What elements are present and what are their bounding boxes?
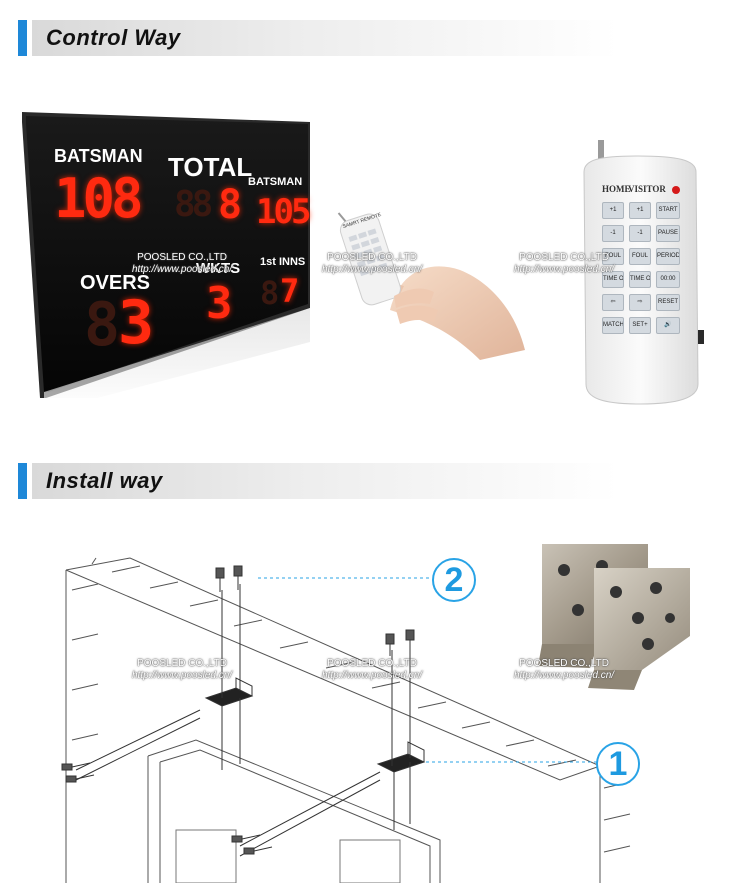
watermark: POOSLED CO.,LTD http://www.poosled.cn/ bbox=[322, 252, 422, 276]
scoreboard-total-label: TOTAL bbox=[168, 152, 253, 182]
remote-button[interactable]: +1 bbox=[602, 202, 624, 219]
remote-button[interactable]: SET+ bbox=[629, 317, 651, 334]
remote-button[interactable]: FOUL bbox=[629, 248, 651, 265]
remote-button[interactable]: TIME OUT bbox=[602, 271, 624, 288]
section-title-control: Control Way bbox=[46, 25, 181, 50]
section-title-install: Install way bbox=[46, 468, 163, 493]
scoreboard-total-value: 8 bbox=[218, 182, 243, 228]
watermark-company: POOSLED CO.,LTD bbox=[137, 252, 227, 263]
header-accent-bar bbox=[18, 463, 27, 499]
header-gradient-bar bbox=[32, 463, 618, 499]
watermark: POOSLED CO.,LTD http://www.poosled.cn/ bbox=[514, 658, 614, 682]
scoreboard-batsman-left-value: 108 bbox=[54, 167, 144, 230]
scoreboard-batsman-right-label: BATSMAN bbox=[248, 176, 303, 188]
remote-button[interactable]: -1 bbox=[602, 225, 624, 242]
hand-remote-photo: SAMRT REMOTE bbox=[330, 200, 530, 360]
scoreboard-total-dim-digits: 88 bbox=[174, 184, 213, 225]
scoreboard-innings-label: 1st INNS bbox=[260, 256, 306, 268]
remote-button[interactable]: TIME OUT bbox=[629, 271, 651, 288]
scoreboard-wkts-label: WKTS bbox=[196, 260, 241, 277]
scoreboard-innings-dim-digit: 8 bbox=[260, 274, 280, 312]
callout-number-one: 1 bbox=[596, 742, 640, 786]
remote-button[interactable]: +1 bbox=[629, 202, 651, 219]
bracket-photo bbox=[538, 540, 694, 690]
scoreboard-batsman-right-value: 105 bbox=[256, 192, 311, 232]
watermark-url: http://www.poosled.cn/ bbox=[322, 264, 423, 275]
scoreboard-overs-label: OVERS bbox=[80, 272, 151, 294]
remote-header-home: HOME bbox=[602, 184, 631, 194]
remote-button[interactable]: MATCH bbox=[602, 317, 624, 334]
callout-number-two: 2 bbox=[432, 558, 476, 602]
remote-button[interactable]: -1 bbox=[629, 225, 651, 242]
header-gradient-bar bbox=[32, 20, 618, 56]
watermark-url: http://www.poosled.cn/ bbox=[514, 670, 615, 681]
watermark: POOSLED CO.,LTD http://www.poosled.cn/ bbox=[322, 658, 422, 682]
scoreboard-wkts-value: 3 bbox=[206, 278, 233, 329]
watermark: POOSLED CO.,LTD http://www.poosled.cn/ bbox=[132, 252, 232, 276]
watermark-url: http://www.poosled.cn/ bbox=[514, 264, 615, 275]
remote-header-visitor: VISITOR bbox=[628, 184, 666, 194]
remote-button[interactable]: PAUSE bbox=[656, 225, 680, 242]
remote-button[interactable]: PERIOD bbox=[656, 248, 680, 265]
watermark-company: POOSLED CO.,LTD bbox=[519, 252, 609, 263]
section-header-install: Install way bbox=[18, 463, 618, 499]
remote-button[interactable]: ⇨ bbox=[629, 294, 651, 311]
scoreboard-photo: BATSMAN 108 TOTAL 88 8 BATSMAN 105 OVERS… bbox=[22, 112, 311, 398]
remote-button[interactable]: 🔊 bbox=[656, 317, 680, 334]
watermark-url: http://www.poosled.cn/ bbox=[132, 670, 233, 681]
remote-button[interactable]: 00:00 bbox=[656, 271, 680, 288]
watermark-company: POOSLED CO.,LTD bbox=[327, 252, 417, 263]
scoreboard-overs-value: 3 bbox=[118, 288, 155, 358]
scoreboard-innings-value: 7 bbox=[280, 272, 300, 310]
watermark-company: POOSLED CO.,LTD bbox=[137, 658, 227, 669]
watermark: POOSLED CO.,LTD http://www.poosled.cn/ bbox=[514, 252, 614, 276]
watermark-company: POOSLED CO.,LTD bbox=[327, 658, 417, 669]
install-diagram bbox=[0, 530, 750, 883]
watermark-url: http://www.poosled.cn/ bbox=[132, 264, 233, 275]
remote-button[interactable]: FOUL bbox=[602, 248, 624, 265]
remote-button[interactable]: ⇦ bbox=[602, 294, 624, 311]
watermark: POOSLED CO.,LTD http://www.poosled.cn/ bbox=[132, 658, 232, 682]
watermark-url: http://www.poosled.cn/ bbox=[322, 670, 423, 681]
scoreboard-batsman-left-label: BATSMAN bbox=[54, 146, 143, 166]
watermark-company: POOSLED CO.,LTD bbox=[519, 658, 609, 669]
remote-button-grid: +1 +1 START -1 -1 PAUSE FOUL FOUL PERIOD TIME OUT… bbox=[602, 202, 684, 334]
section-header-control: Control Way bbox=[18, 20, 618, 56]
remote-button[interactable]: START bbox=[656, 202, 680, 219]
remote-control-photo: HOME VISITOR +1 +1 START -1 -1 PAUSE FOUL FOUL P… bbox=[578, 140, 704, 406]
header-accent-bar bbox=[18, 20, 27, 56]
remote-button[interactable]: RESET bbox=[656, 294, 680, 311]
scoreboard-overs-dim-digit: 8 bbox=[84, 290, 121, 360]
